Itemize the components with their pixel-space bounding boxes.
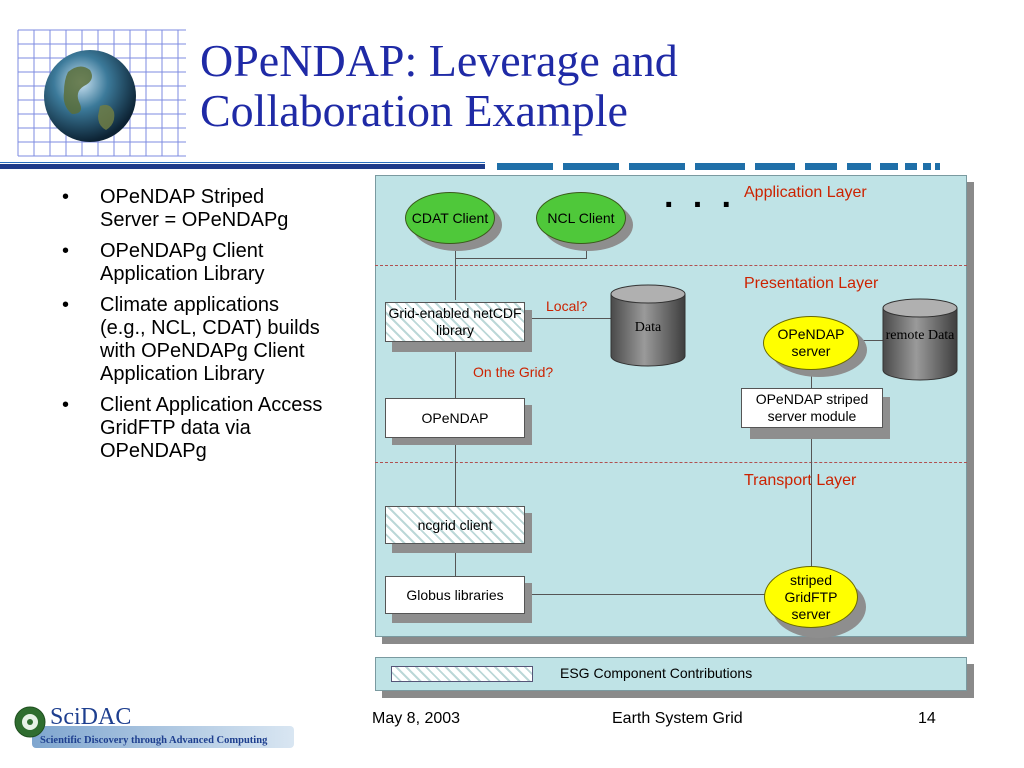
- bullet-item: OPeNDAP Striped Server = OPeNDAPg: [62, 186, 324, 232]
- presentation-layer-label: Presentation Layer: [744, 275, 879, 292]
- ncgrid-client-box: ncgrid client: [385, 506, 525, 544]
- connector-line: [811, 370, 812, 388]
- more-clients-ellipsis: · · ·: [664, 186, 737, 224]
- connector-line: [455, 258, 587, 259]
- legend-label: ESG Component Contributions: [560, 665, 753, 681]
- connector-line: [455, 438, 456, 506]
- legend-hatched-swatch: [391, 666, 533, 682]
- scidac-logo: SciDAC Scientific Discovery through Adva…: [14, 704, 294, 748]
- striped-server-module-box: OPeNDAP striped server module: [741, 388, 883, 428]
- data-store-cylinder: [610, 284, 686, 367]
- slide-title: OPeNDAP: Leverage and Collaboration Exam…: [200, 36, 1000, 136]
- globe-grid-logo: [17, 29, 186, 157]
- connector-line: [525, 594, 765, 595]
- remote-data-store-cylinder: [882, 298, 958, 381]
- connector-line: [455, 543, 456, 576]
- bullet-item: Client Application Access GridFTP data v…: [62, 394, 324, 463]
- title-line-2: Collaboration Example: [200, 85, 628, 136]
- title-line-1: OPeNDAP: Leverage and: [200, 35, 678, 86]
- transport-layer-label: Transport Layer: [744, 472, 857, 489]
- layer-divider: [375, 462, 967, 463]
- opendap-box: OPeNDAP: [385, 398, 525, 438]
- on-the-grid-note: On the Grid?: [473, 364, 554, 380]
- title-divider: [0, 162, 940, 170]
- bullet-item: Climate applications (e.g., NCL, CDAT) b…: [62, 294, 324, 386]
- striped-gridftp-server-node: striped GridFTP server: [764, 566, 858, 628]
- local-note: Local?: [546, 298, 588, 314]
- scidac-tagline: Scientific Discovery through Advanced Co…: [40, 735, 268, 746]
- connector-line: [455, 342, 456, 398]
- connector-line: [811, 428, 812, 568]
- remote-data-store-label: remote Data: [885, 328, 955, 343]
- footer-date: May 8, 2003: [372, 710, 461, 727]
- connector-line: [525, 318, 611, 319]
- bullet-list: OPeNDAP Striped Server = OPeNDAPg OPeNDA…: [62, 186, 324, 471]
- footer-title: Earth System Grid: [612, 710, 743, 727]
- bullet-item: OPeNDAPg Client Application Library: [62, 240, 324, 286]
- cdat-client-node: CDAT Client: [405, 192, 495, 244]
- opendap-server-node: OPeNDAP server: [763, 316, 859, 370]
- data-store-label: Data: [634, 320, 662, 335]
- connector-line: [858, 340, 884, 341]
- layer-divider: [375, 265, 967, 266]
- slide-number: 14: [918, 710, 936, 727]
- globus-libraries-box: Globus libraries: [385, 576, 525, 614]
- grid-netcdf-library-box: Grid-enabled netCDF library: [385, 302, 525, 342]
- ncl-client-node: NCL Client: [536, 192, 626, 244]
- scidac-wordmark: SciDAC: [50, 704, 131, 730]
- application-layer-label: Application Layer: [744, 184, 867, 201]
- connector-line: [455, 238, 456, 300]
